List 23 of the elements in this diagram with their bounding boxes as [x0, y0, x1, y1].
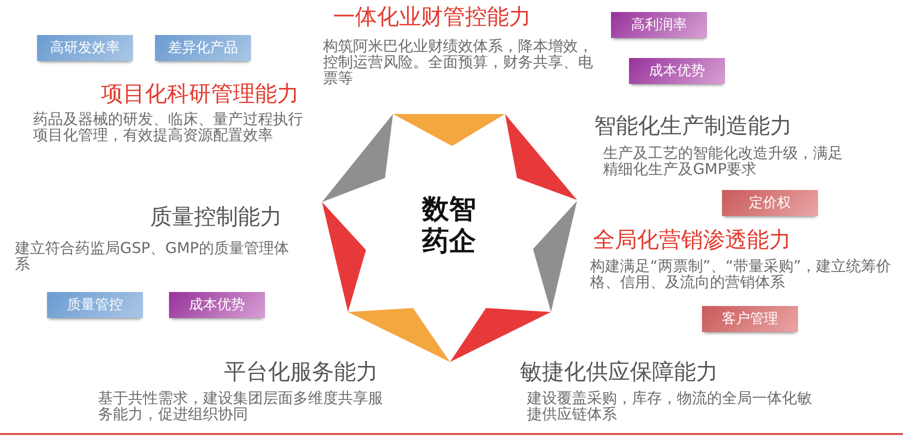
- capability-description: 构筑阿米巴化业财绩效体系，降本增效，控制运营风险。全面预算，财务共享、电票等: [323, 38, 594, 86]
- capability-description: 药品及器械的研发、临床、量产过程执行项目化管理，有效提高资源配置效率: [33, 111, 304, 143]
- capability-description: 生产及工艺的智能化改造升级，满足精细化生产及GMP要求: [603, 145, 844, 177]
- capability-heading: 敏捷化供应保障能力: [520, 360, 718, 386]
- capability-description: 建设覆盖采购，库存，物流的全局一体化敏捷供应链体系: [527, 390, 813, 422]
- tag-banner: 成本优势: [169, 292, 265, 318]
- capability-heading: 智能化生产制造能力: [594, 114, 792, 140]
- capability-heading: 平台化服务能力: [223, 360, 378, 386]
- capability-description: 构建满足“两票制”、“带量采购”，建立统筹价格、信用、及流向的营销体系: [590, 258, 892, 290]
- tag-banner: 客户管理: [702, 306, 798, 332]
- tag-banner: 高利润率: [611, 12, 707, 38]
- tag-banner: 成本优势: [629, 58, 725, 84]
- capability-heading: 全局化营销渗透能力: [593, 228, 791, 254]
- capability-description: 基于共性需求，建设集团层面多维度共享服务能力，促进组织协同: [98, 390, 383, 422]
- capability-heading: 一体化业财管控能力: [333, 5, 531, 31]
- capability-heading: 质量控制能力: [149, 205, 282, 231]
- capability-description: 建立符合药监局GSP、GMP的质量管理体系: [15, 240, 290, 272]
- tag-banner: 差异化产品: [155, 35, 251, 61]
- center-title: 数智药企: [422, 194, 477, 258]
- tag-banner: 质量管控: [47, 292, 143, 318]
- tag-banner: 高研发效率: [37, 35, 133, 61]
- tag-banner: 定价权: [722, 190, 818, 216]
- capability-heading: 项目化科研管理能力: [100, 82, 299, 108]
